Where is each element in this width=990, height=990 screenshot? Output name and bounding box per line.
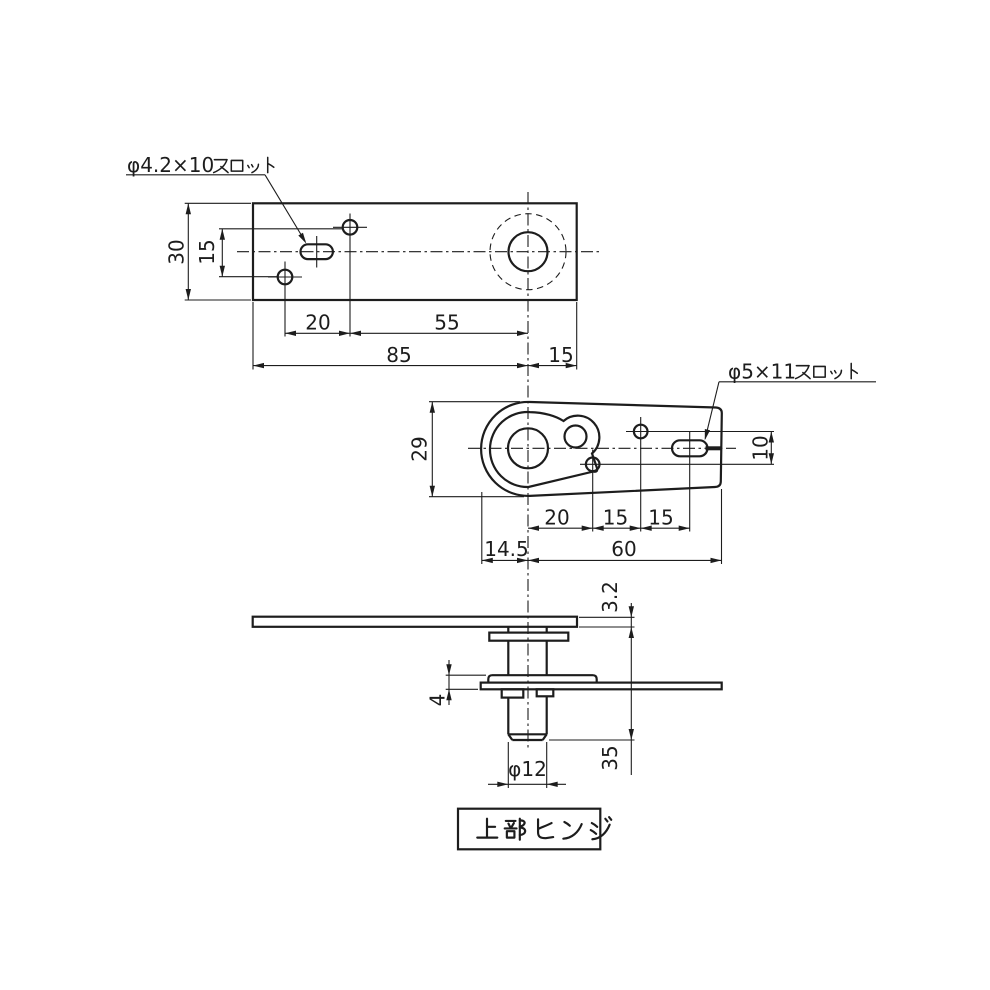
title-box: [456, 807, 613, 851]
japanese-label: [212, 156, 275, 174]
japanese-label: [476, 816, 613, 841]
dimension-text: 20: [305, 311, 330, 335]
dimension-text: φ5×11: [728, 360, 796, 384]
dimension-text: 85: [386, 343, 411, 367]
dimension-text: 15: [195, 239, 219, 264]
dimension-text: 15: [603, 506, 628, 530]
dimension-text: φ4.2×10: [127, 153, 214, 177]
dimension-text: 15: [548, 343, 573, 367]
dimension-text: 55: [434, 311, 459, 335]
japanese-label: [794, 362, 859, 380]
side-view: 3.2 35 4 φ12: [251, 581, 723, 788]
dimension-text: 20: [544, 506, 569, 530]
dimension-text: 15: [648, 506, 673, 530]
arm-view: φ5×11 29 10 20 15 15 14.5 60: [408, 360, 876, 564]
dimension-text: φ12: [508, 757, 547, 781]
dimension-text: 29: [408, 436, 432, 461]
dimension-text: 14.5: [484, 537, 529, 561]
dimension-text: 4: [426, 694, 450, 707]
dimension-text: 3.2: [598, 581, 622, 613]
dimension-text: 60: [611, 537, 636, 561]
dimension-text: 10: [749, 435, 773, 460]
dimension-text: 30: [165, 239, 189, 264]
dimension-text: 35: [598, 745, 622, 770]
